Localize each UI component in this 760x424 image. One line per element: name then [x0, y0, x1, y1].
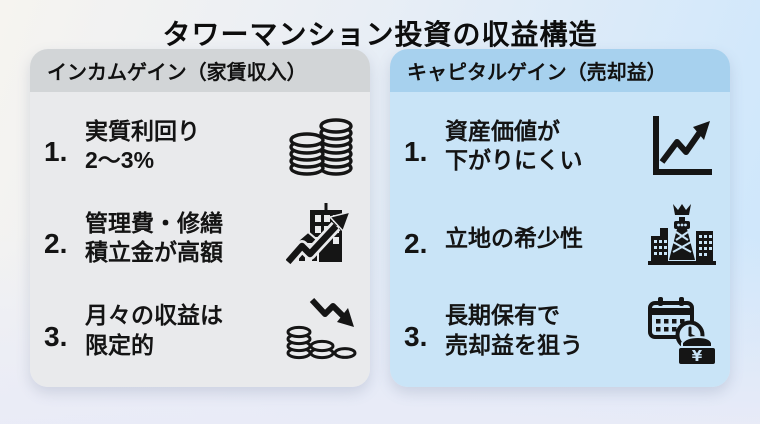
building-chart-up-icon — [286, 202, 358, 274]
item-line1: 管理費・修繕 — [85, 210, 223, 237]
item-text: 管理費・修繕 積立金が高額 — [85, 209, 277, 268]
item-number: 3. — [44, 320, 68, 352]
item-line2: 売却益を狙う — [445, 331, 583, 358]
list-item: 3. 長期保有で 売却益を狙う — [404, 295, 718, 367]
item-number: 1. — [44, 136, 68, 168]
columns-container: インカムゲイン（家賃収入） 1. 実質利回り 2〜3% — [0, 49, 760, 387]
capital-gain-panel: キャピタルゲイン（売却益） 1. 資産価値が 下がりにくい 2. — [390, 49, 730, 387]
item-line2: 限定的 — [85, 331, 154, 358]
capital-gain-header: キャピタルゲイン（売却益） — [390, 49, 730, 92]
item-line2: 下がりにくい — [445, 147, 583, 174]
coins-stack-icon — [286, 110, 358, 182]
list-item: 2. 立地の希少性 — [404, 202, 718, 274]
item-number: 2. — [44, 228, 68, 260]
item-text: 月々の収益は 限定的 — [85, 301, 277, 360]
item-line1: 長期保有で — [445, 302, 560, 329]
list-item: 1. 資産価値が 下がりにくい — [404, 110, 718, 182]
svg-text:¥: ¥ — [692, 347, 703, 365]
item-text: 実質利回り 2〜3% — [85, 117, 277, 176]
item-text: 資産価値が 下がりにくい — [445, 117, 637, 176]
income-gain-body: 1. 実質利回り 2〜3% — [30, 92, 370, 387]
line-chart-up-icon — [646, 110, 718, 182]
item-line1: 資産価値が — [445, 117, 560, 144]
income-gain-panel: インカムゲイン（家賃収入） 1. 実質利回り 2〜3% — [30, 49, 370, 387]
item-line1: 立地の希少性 — [445, 224, 583, 251]
item-line2: 積立金が高額 — [85, 239, 223, 266]
capital-gain-body: 1. 資産価値が 下がりにくい 2. 立地の希少性 — [390, 92, 730, 387]
item-number: 3. — [404, 320, 428, 352]
item-line1: 実質利回り — [85, 117, 200, 144]
page-title: タワーマンション投資の収益構造 — [162, 19, 598, 50]
item-text: 立地の希少性 — [445, 224, 637, 253]
item-number: 2. — [404, 228, 428, 260]
list-item: 1. 実質利回り 2〜3% — [44, 110, 358, 182]
list-item: 2. 管理費・修繕 積立金が高額 — [44, 202, 358, 274]
item-number: 1. — [404, 136, 428, 168]
income-gain-header: インカムゲイン（家賃収入） — [30, 49, 370, 92]
item-line1: 月々の収益は — [85, 302, 223, 329]
list-item: 3. 月々の収益は 限定的 — [44, 295, 358, 367]
calendar-clock-money-icon: ¥ — [646, 295, 718, 367]
item-line2: 2〜3% — [85, 147, 155, 174]
coins-decline-icon — [286, 295, 358, 367]
item-text: 長期保有で 売却益を狙う — [445, 301, 637, 360]
city-crown-icon — [646, 202, 718, 274]
